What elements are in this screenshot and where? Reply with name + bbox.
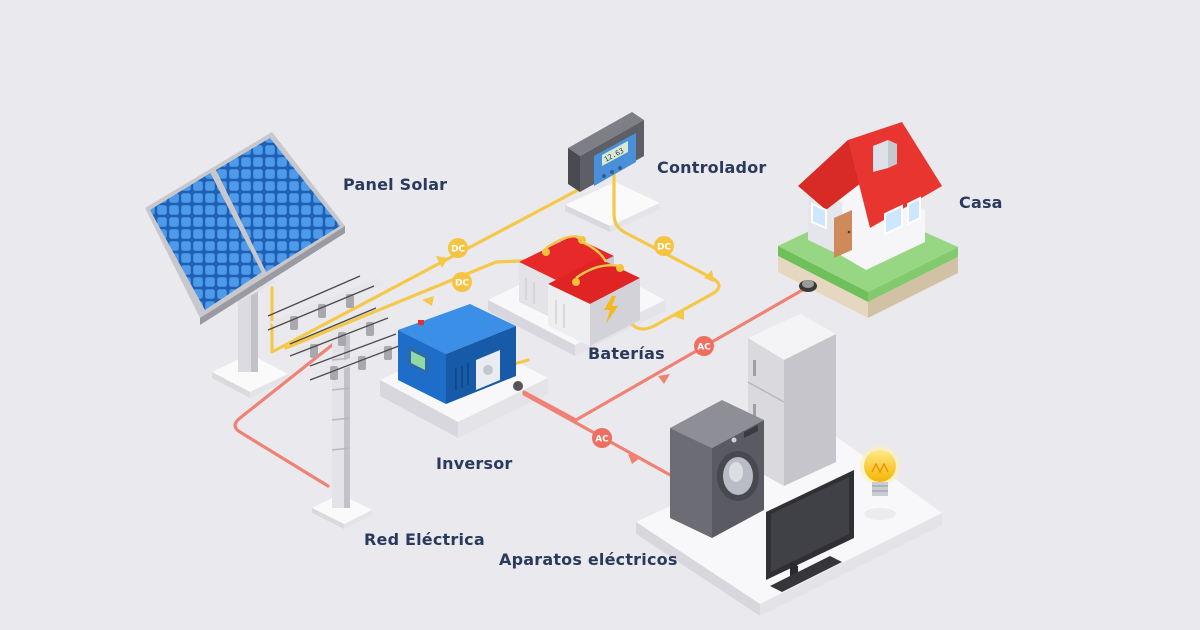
- ac-plug: [799, 280, 817, 292]
- dc-badge: DC: [452, 272, 472, 292]
- inverter-icon: [398, 304, 523, 404]
- dc-arrows: [422, 256, 714, 320]
- utility-pole-icon: [267, 275, 405, 508]
- label-grid: Red Eléctrica: [364, 530, 485, 549]
- house-icon: [798, 122, 942, 270]
- label-appliances: Aparatos eléctricos: [499, 550, 678, 569]
- label-batteries: Baterías: [588, 344, 665, 363]
- dc-badge: DC: [448, 238, 468, 258]
- television-icon: [766, 470, 854, 592]
- label-controller: Controlador: [657, 158, 767, 177]
- svg-text:DC: DC: [657, 243, 671, 253]
- ac-badge: AC: [694, 336, 714, 356]
- ac-badge: AC: [592, 428, 612, 448]
- svg-text:DC: DC: [455, 279, 469, 289]
- label-house: Casa: [959, 193, 1003, 212]
- light-bulb-icon: [860, 446, 900, 520]
- charge-controller-icon: [568, 112, 644, 192]
- battery-icon: [519, 235, 640, 346]
- label-inverter: Inversor: [436, 454, 513, 473]
- label-solar-panel: Panel Solar: [343, 175, 448, 194]
- svg-text:AC: AC: [595, 435, 609, 445]
- ac-arrows: [628, 374, 670, 464]
- solar-panel-icon: [145, 132, 345, 372]
- svg-text:DC: DC: [451, 245, 465, 255]
- washing-machine-icon: [670, 400, 764, 538]
- svg-text:AC: AC: [697, 343, 711, 353]
- dc-badge: DC: [654, 236, 674, 256]
